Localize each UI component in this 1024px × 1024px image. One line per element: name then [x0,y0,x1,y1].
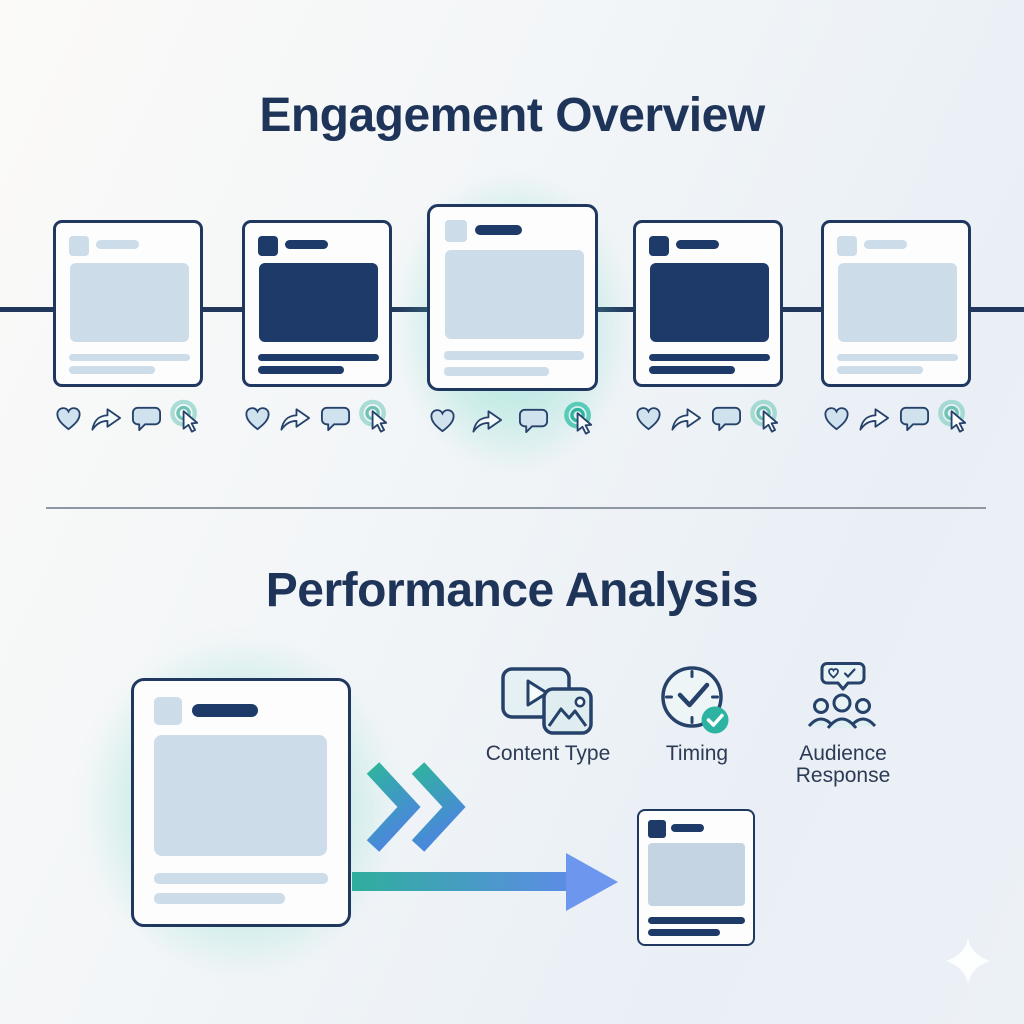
avatar-placeholder [837,236,857,256]
share-icon [669,401,704,435]
click-icon [748,399,785,437]
avatar-placeholder [445,220,467,242]
avatar-placeholder [154,697,182,725]
share-icon [278,401,313,435]
text-line-placeholder [444,351,584,360]
share-icon [857,401,892,435]
post-card-2-dark [242,220,392,387]
audience-response-icon [807,662,877,729]
click-icon [357,399,394,437]
text-line-placeholder [69,354,190,361]
click-icon [168,399,205,437]
comment-icon [319,401,352,435]
username-placeholder [96,240,139,249]
heart-icon [242,401,273,435]
comment-icon [130,401,163,435]
username-placeholder [671,824,704,832]
feature-label-timing: Timing [665,742,729,765]
text-line-placeholder [258,366,344,374]
username-placeholder [676,240,719,249]
result-post-card [637,809,755,946]
image-placeholder [838,263,957,342]
post-card-1-light [53,220,203,387]
feature-label-audience-response: Audience Response [795,742,891,787]
heart-icon [821,401,852,435]
engagement-icons-row-5 [821,399,973,437]
click-icon [562,401,599,439]
image-placeholder [650,263,769,342]
avatar-placeholder [69,236,89,256]
avatar-placeholder [648,820,666,838]
post-card-5-light [821,220,971,387]
text-line-placeholder [258,354,379,361]
comment-icon [517,403,550,437]
post-card-4-dark [633,220,783,387]
text-line-placeholder [649,366,735,374]
sparkle-icon [946,938,990,984]
flow-arrow-icon [352,853,618,911]
share-icon [470,403,505,437]
username-placeholder [192,704,258,717]
text-line-placeholder [837,354,958,361]
content-type-icon [501,667,593,735]
text-line-placeholder [648,917,745,924]
comment-icon [710,401,743,435]
comment-icon [898,401,931,435]
text-line-placeholder [154,873,328,884]
text-line-placeholder [649,354,770,361]
heart-icon [53,401,84,435]
engagement-icons-row-4 [633,399,785,437]
engagement-icons-row-1 [53,399,205,437]
double-chevron-icon [366,762,466,852]
image-placeholder [154,735,327,856]
image-placeholder [259,263,378,342]
avatar-placeholder [258,236,278,256]
engagement-icons-row-2 [242,399,394,437]
text-line-placeholder [444,367,549,376]
section-title-engagement-overview: Engagement Overview [259,89,765,142]
timing-clock-icon [661,666,729,734]
section-title-performance-analysis: Performance Analysis [265,564,759,617]
username-placeholder [864,240,907,249]
share-icon [89,401,124,435]
section-divider [46,507,986,509]
image-placeholder [70,263,189,342]
feature-label-content-type: Content Type [485,742,611,765]
image-placeholder [445,250,584,339]
text-line-placeholder [837,366,923,374]
text-line-placeholder [648,929,720,936]
analysed-post-card [131,678,351,927]
text-line-placeholder [69,366,155,374]
click-icon [936,399,973,437]
engagement-icons-row-3-highlighted [427,401,599,439]
avatar-placeholder [649,236,669,256]
post-card-3-highlighted [427,204,598,391]
username-placeholder [285,240,328,249]
heart-icon [633,401,664,435]
text-line-placeholder [154,893,285,904]
username-placeholder [475,225,522,235]
heart-icon [427,403,458,437]
image-placeholder [648,843,745,906]
